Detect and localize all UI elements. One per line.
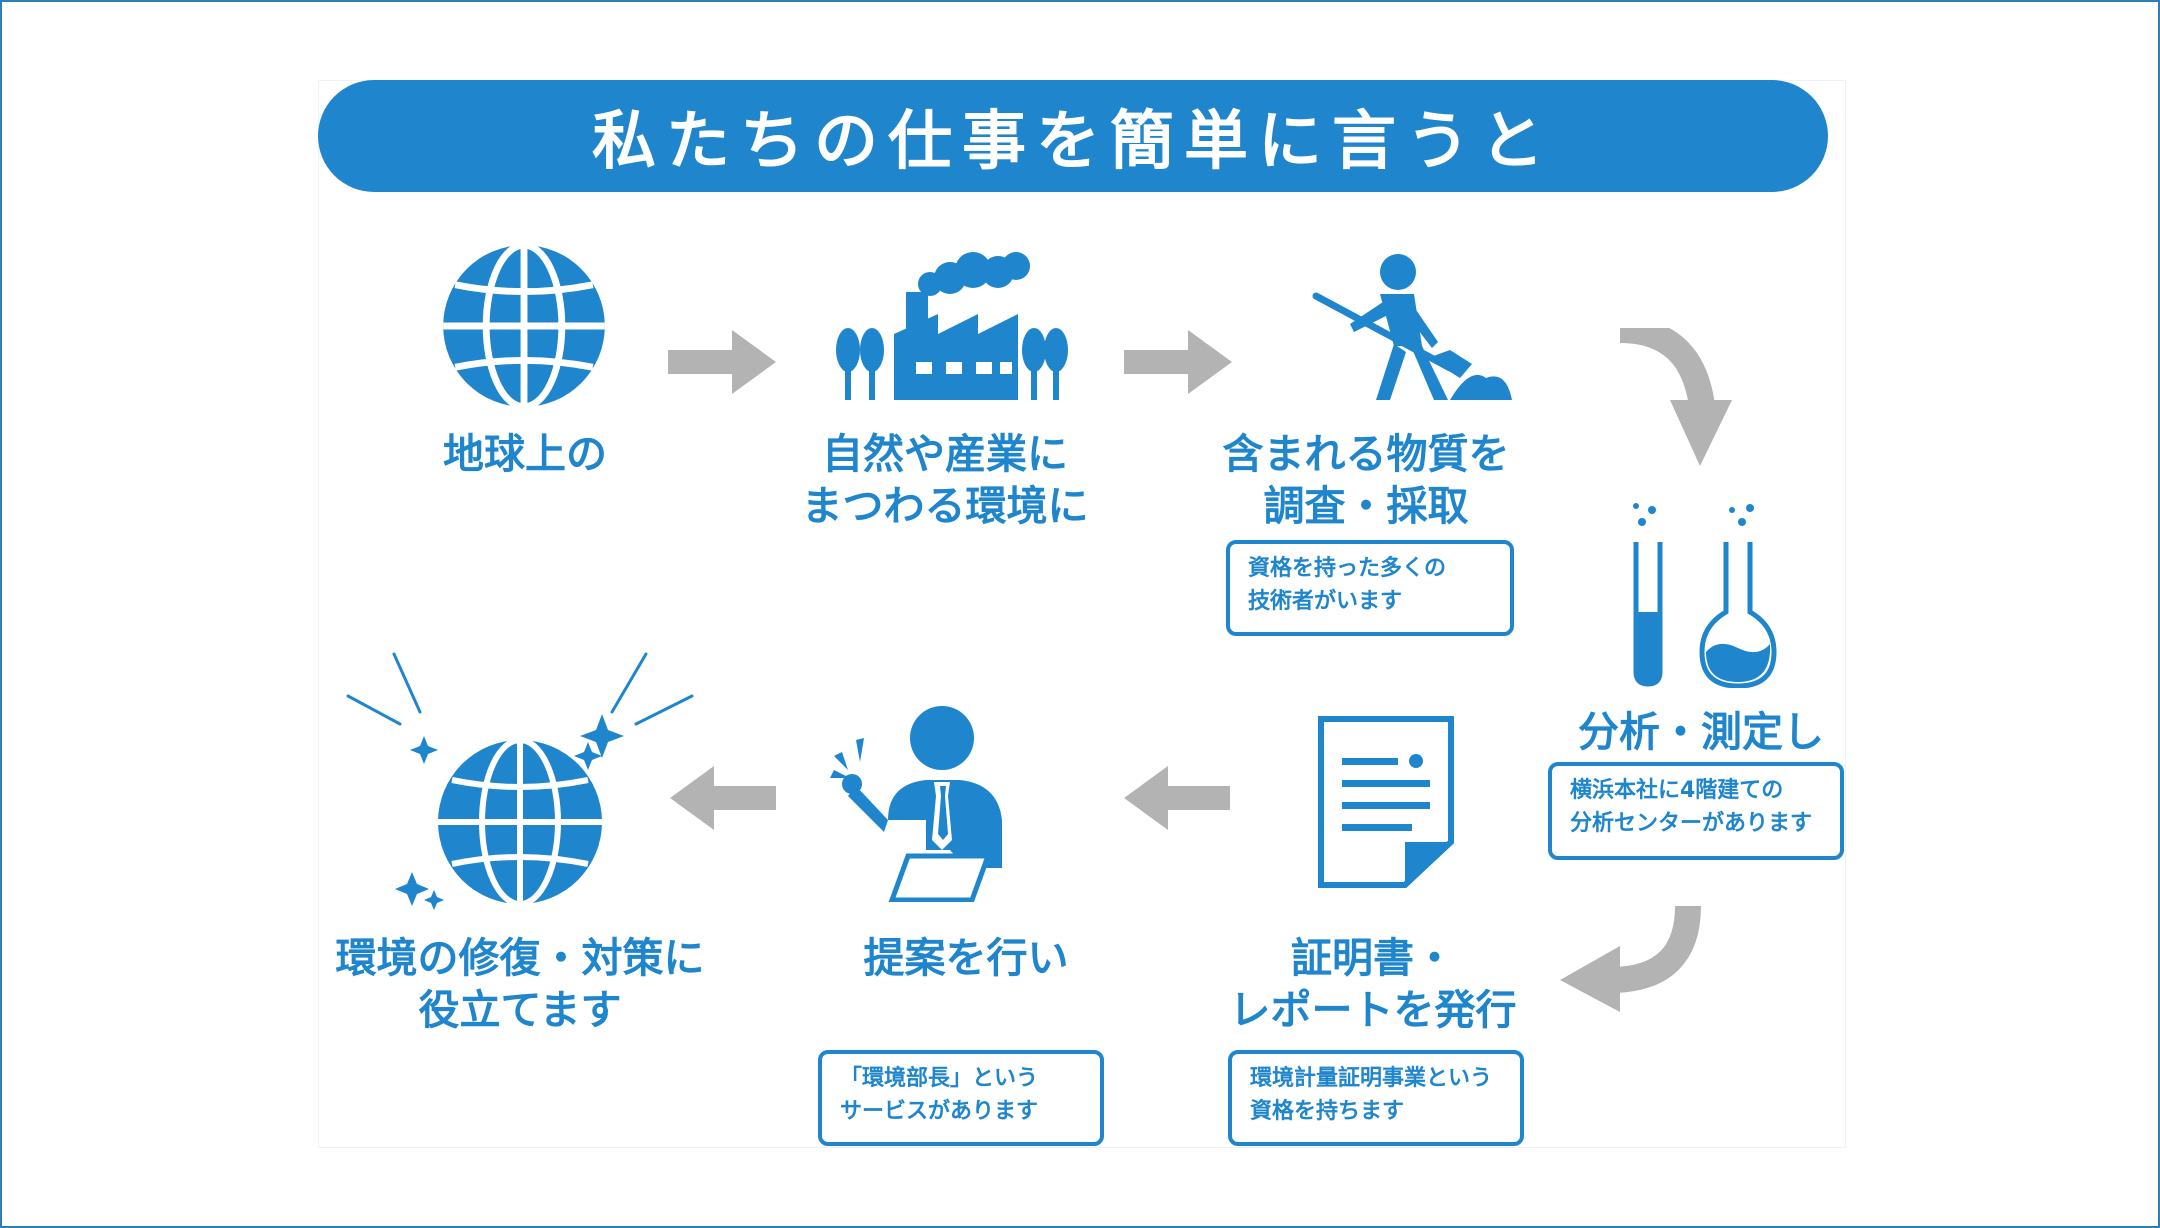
presenter-icon <box>830 706 1002 902</box>
step-analysis-label: 分析・測定し <box>1578 708 1824 756</box>
step-environment-label: 自然や産業に まつわる環境に <box>801 430 1089 530</box>
lab-flasks-icon <box>1633 503 1777 688</box>
curved-arrow-left-icon <box>1560 906 1701 1012</box>
sparkling-globe-icon <box>346 652 694 910</box>
title-text: 私たちの仕事を簡単に言うと <box>592 105 1554 179</box>
step-survey-note: 資格を持った多くの 技術者がいます <box>1226 540 1514 636</box>
globe-icon <box>443 241 605 411</box>
right-arrow-icon <box>668 330 776 394</box>
step-report-note: 環境計量証明事業という 資格を持ちます <box>1228 1050 1524 1146</box>
step-survey-label: 含まれる物質を 調査・採取 <box>1222 430 1510 530</box>
step-proposal-note: 「環境部長」という サービスがあります <box>818 1050 1104 1146</box>
factory-icon <box>836 252 1068 400</box>
step-proposal-label: 提案を行い <box>863 934 1069 982</box>
worker-digging-icon <box>1312 254 1512 400</box>
right-arrow-icon <box>1124 330 1232 394</box>
step-analysis-note: 横浜本社に4階建ての 分析センターがあります <box>1548 762 1844 860</box>
curved-arrow-down-icon <box>1619 328 1732 466</box>
step-restoration-label: 環境の修復・対策に 役立てます <box>335 934 705 1034</box>
left-arrow-icon <box>670 766 776 830</box>
document-icon <box>1318 716 1454 888</box>
left-arrow-icon <box>1124 766 1230 830</box>
title-banner: 私たちの仕事を簡単に言うと <box>318 80 1828 192</box>
step-report-label: 証明書・ レポートを発行 <box>1229 934 1517 1034</box>
step-earth-label: 地球上の <box>443 430 607 478</box>
